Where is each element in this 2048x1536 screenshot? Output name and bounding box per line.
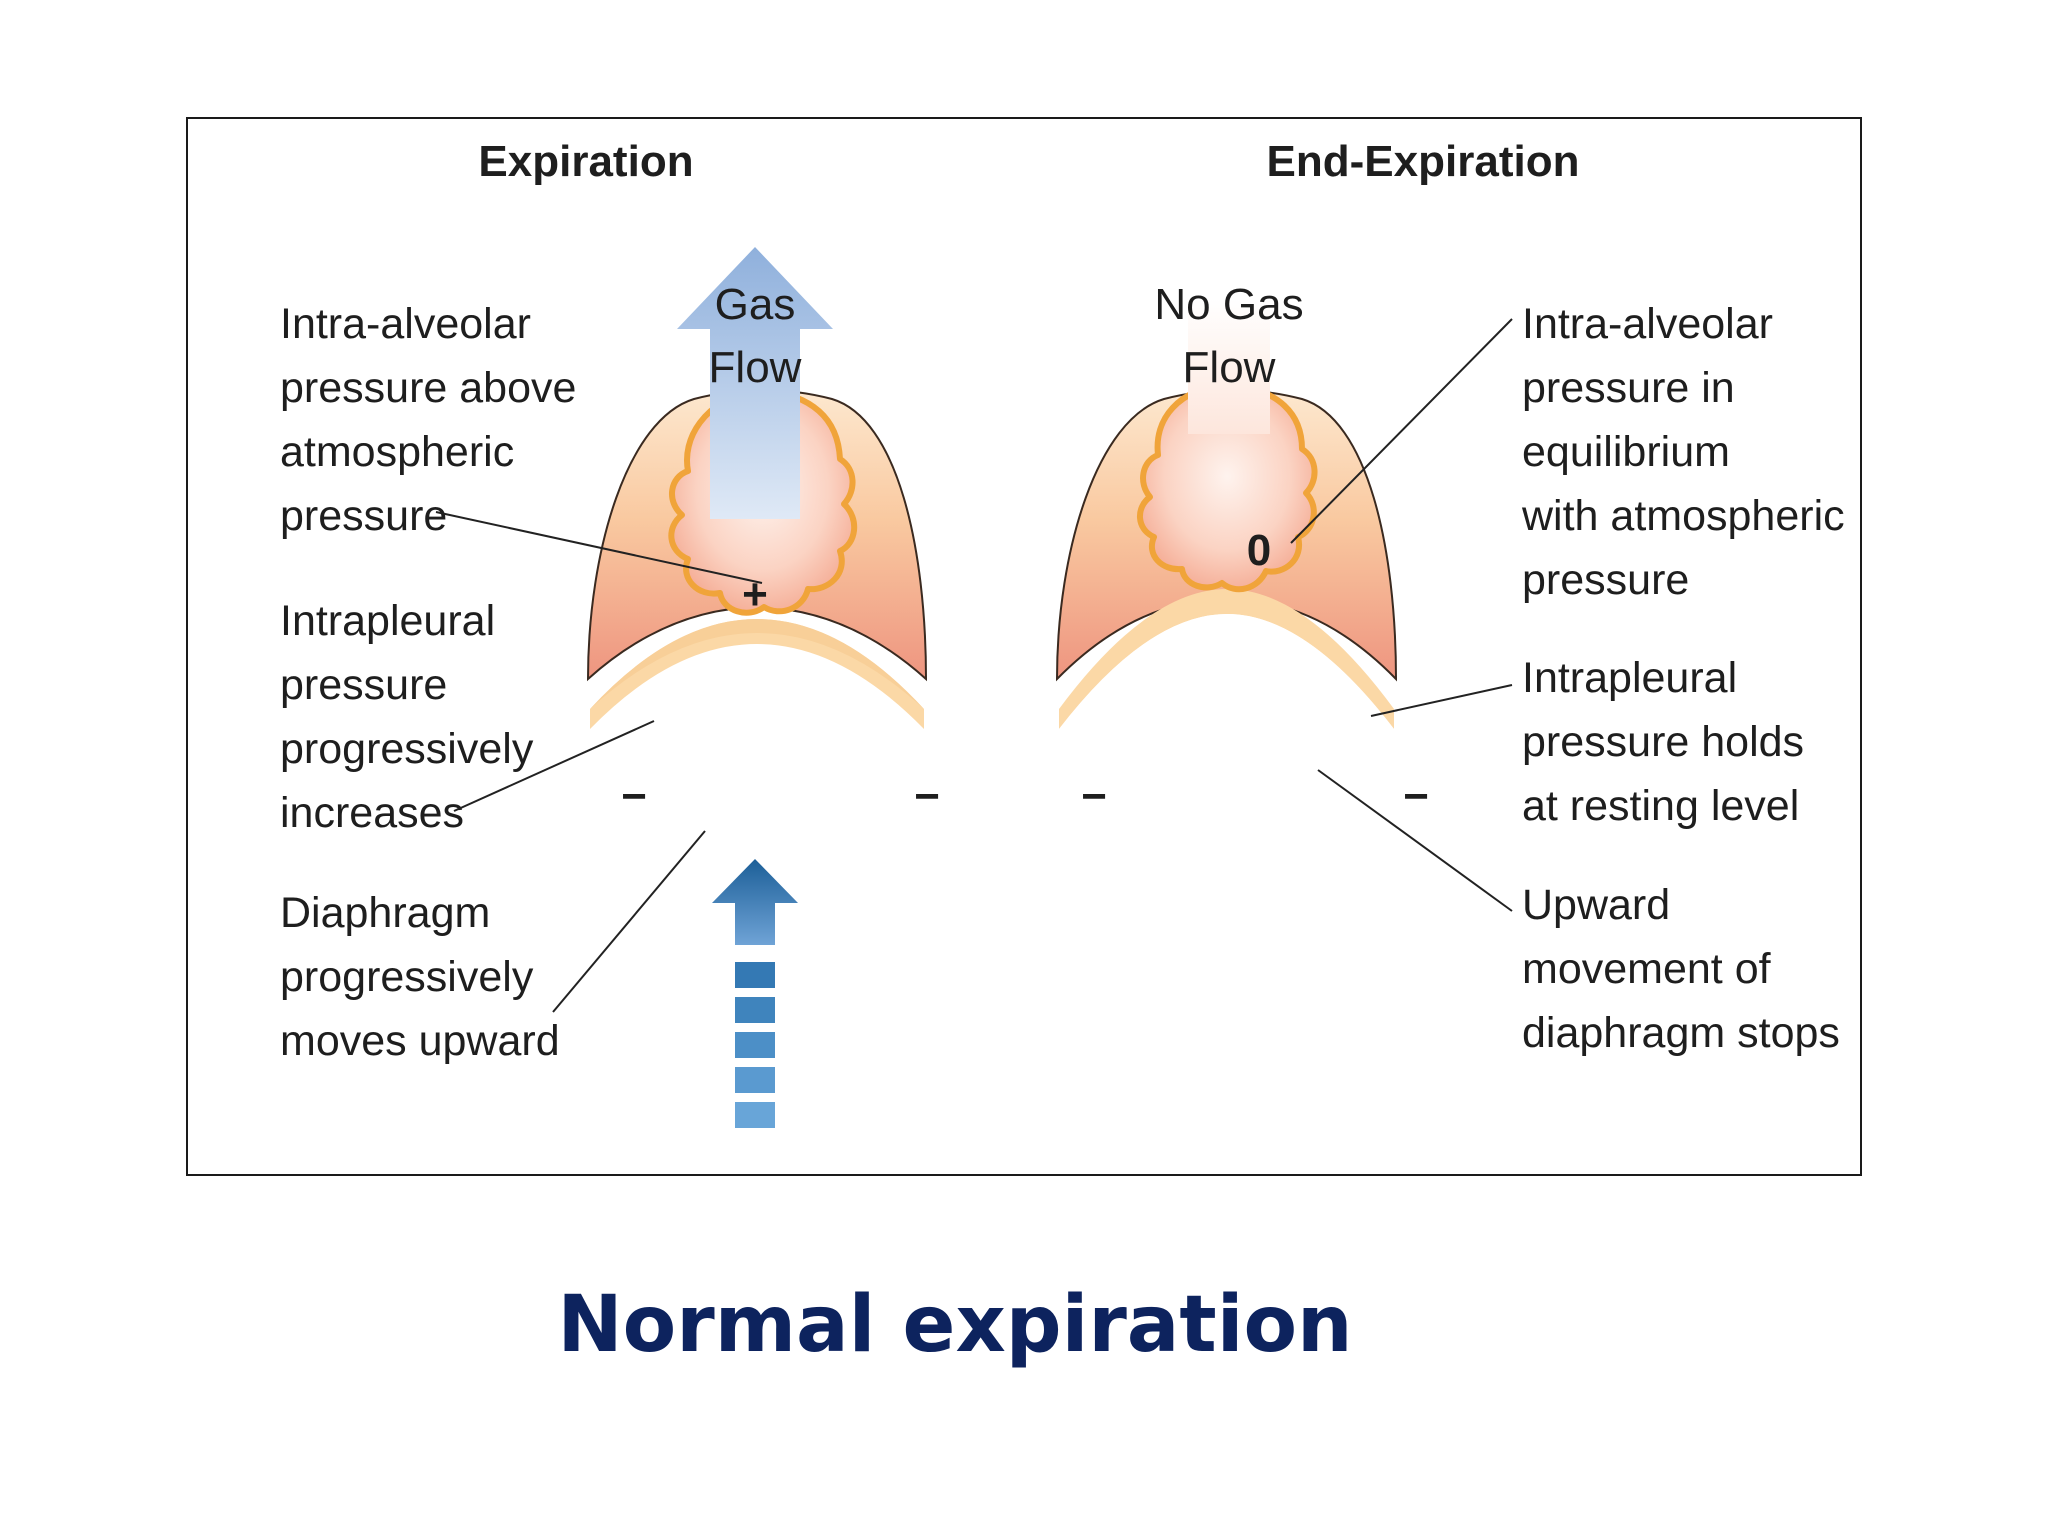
pleural-label-left-2: pressure [280, 661, 447, 709]
expiration-title: Expiration [478, 137, 693, 186]
pleural-sign-right-1: − [1081, 772, 1107, 821]
alveolar-label-right-4: with atmospheric [1521, 492, 1845, 540]
pleural-sign-left-2: − [914, 772, 940, 821]
alveolar-label-left-1: Intra-alveolar [280, 300, 531, 348]
leader-pleural-right [1370, 684, 1513, 717]
diaphragm-left-edge [590, 619, 924, 709]
diaphragm-label-right-2: movement of [1522, 945, 1772, 993]
diaphragm-label-left-2: progressively [280, 953, 534, 1001]
alveolar-label-right-1: Intra-alveolar [1522, 300, 1773, 348]
no-flow-band [1188, 299, 1270, 434]
diaphragm-label-left-1: Diaphragm [280, 889, 490, 937]
pleural-sign-right-2: − [1403, 772, 1429, 821]
alveolar-label-left-4: pressure [280, 492, 447, 540]
diaphragm-right [1059, 589, 1394, 729]
diaphragm-label-right-3: diaphragm stops [1522, 1009, 1840, 1057]
leader-alveolar-right [1290, 318, 1513, 544]
diaphragm-upward-arrow [712, 859, 798, 1128]
pleural-label-right-1: Intrapleural [1522, 654, 1737, 702]
respiration-diagram: Expiration Gas Flow + − − [280, 137, 1845, 1128]
leader-alveolar-left [435, 511, 763, 584]
gas-flow-arrow [677, 247, 833, 519]
alveolus-right [1137, 381, 1318, 593]
pleural-label-right-3: at resting level [1522, 782, 1799, 830]
alveolar-pressure-sign-left: + [742, 570, 768, 619]
diaphragm-label-left-3: moves upward [280, 1017, 560, 1065]
diaphragm-label-right-1: Upward [1522, 881, 1670, 929]
alveolar-label-right-3: equilibrium [1522, 428, 1730, 476]
expiration-panel: Expiration Gas Flow + − − [280, 137, 940, 1128]
gas-flow-label-1: Gas [715, 280, 796, 329]
alveolar-pressure-sign-right: 0 [1247, 526, 1271, 575]
leader-diaphragm-left [552, 830, 706, 1013]
pleural-label-right-2: pressure holds [1522, 718, 1804, 766]
gas-flow-label-2: Flow [709, 343, 802, 392]
below-diaphragm-right [1059, 614, 1394, 779]
pleural-label-left-4: increases [280, 789, 464, 837]
pleural-label-left-1: Intrapleural [280, 597, 495, 645]
alveolar-label-right-2: pressure in [1522, 364, 1735, 412]
leader-pleural-left [453, 720, 655, 812]
slide-title: Normal expiration [557, 1280, 1353, 1370]
pleural-label-left-3: progressively [280, 725, 534, 773]
diagram-frame: Expiration Gas Flow + − − [186, 117, 1862, 1176]
no-gas-flow-label-2: Flow [1183, 343, 1276, 392]
end-expiration-panel: End-Expiration No Gas Flow 0 − − Intra-a… [1055, 137, 1845, 1057]
alveolar-label-right-5: pressure [1522, 556, 1689, 604]
end-expiration-title: End-Expiration [1267, 137, 1580, 186]
no-gas-flow-label-1: No Gas [1154, 280, 1303, 329]
alveolar-label-left-2: pressure above [280, 364, 576, 412]
alveolar-label-left-3: atmospheric [280, 428, 514, 476]
leader-diaphragm-right [1317, 769, 1513, 912]
pleural-sign-left-1: − [621, 772, 647, 821]
